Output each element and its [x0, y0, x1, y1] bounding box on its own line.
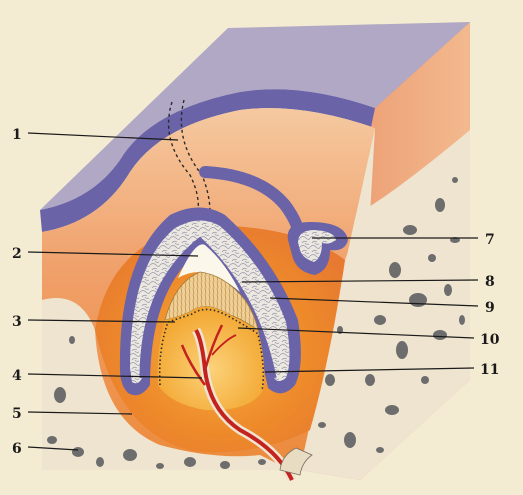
label-11-text: 11 [480, 362, 499, 378]
label-9-text: 9 [485, 300, 495, 316]
label-1-text: 1 [12, 127, 22, 143]
label-3-text: 3 [12, 314, 22, 330]
label-2-text: 2 [12, 246, 22, 262]
label-6-text: 6 [12, 441, 22, 457]
label-5-text: 5 [12, 406, 22, 422]
label-4-text: 4 [12, 368, 22, 384]
label-10-text: 10 [480, 332, 500, 348]
label-8-text: 8 [485, 274, 495, 290]
label-7-text: 7 [485, 232, 495, 248]
